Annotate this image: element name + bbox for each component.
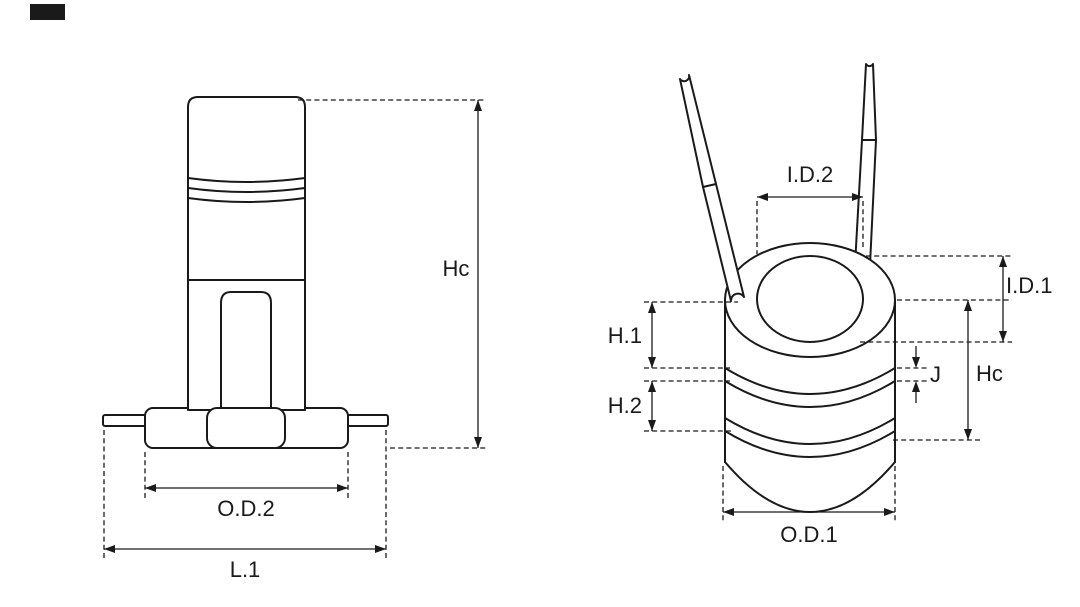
corner-mark: [30, 4, 65, 20]
groove-line: [724, 417, 896, 445]
right-tab: [342, 414, 389, 427]
center-foot: [206, 407, 286, 449]
arrowhead: [375, 545, 386, 553]
dimension-hc-right: Hc: [893, 299, 1012, 441]
dimension-hc-left: Hc: [298, 99, 486, 449]
arrowhead: [723, 508, 734, 516]
dimension-l1: L.1: [103, 430, 387, 582]
shaft-body: [187, 96, 306, 411]
dimension-od1: O.D.1: [722, 466, 896, 547]
dimension-j: J: [897, 346, 941, 403]
h1-label: H.1: [608, 323, 642, 348]
od2-label: O.D.2: [217, 496, 274, 521]
side-view: Hc O.D.2 L.1: [102, 96, 486, 582]
dimension-id2: I.D.2: [756, 162, 864, 254]
arrowhead: [757, 193, 768, 201]
inner-bore: [756, 255, 864, 343]
arrowhead: [648, 420, 656, 431]
perspective-view: I.D.2 I.D.1 Hc H.1: [608, 63, 1052, 547]
groove-line: [724, 367, 896, 395]
neck-groove-line: [187, 187, 306, 193]
dimension-od2: O.D.2: [144, 452, 349, 521]
neck-groove-line: [187, 177, 306, 183]
hc-label: Hc: [443, 256, 470, 281]
arrowhead: [648, 381, 656, 392]
arrowhead: [999, 331, 1007, 342]
arrowhead: [912, 381, 920, 392]
right-lead-wire: [854, 63, 877, 266]
arrowhead: [337, 484, 348, 492]
arrowhead: [474, 100, 482, 111]
arrowhead: [474, 437, 482, 448]
neck-groove-line: [187, 197, 306, 203]
inner-slot: [220, 291, 272, 409]
l1-label: L.1: [230, 557, 261, 582]
arrowhead: [852, 193, 863, 201]
left-tab: [102, 414, 150, 427]
groove-line: [724, 430, 896, 458]
id1-label: I.D.1: [1006, 273, 1052, 298]
wire-bend-line: [702, 183, 717, 188]
arrowhead: [104, 545, 115, 553]
arrowhead: [912, 357, 920, 368]
id2-label: I.D.2: [787, 162, 833, 187]
j-label: J: [930, 362, 941, 387]
arrowhead: [999, 256, 1007, 267]
arrowhead: [964, 429, 972, 440]
dimension-id1: I.D.1: [860, 255, 1052, 343]
dimension-h1: H.1: [608, 301, 738, 369]
h2-label: H.2: [608, 393, 642, 418]
dimension-h2: H.2: [608, 380, 732, 432]
left-lead-wire: [679, 74, 745, 302]
arrowhead: [964, 300, 972, 311]
arrowhead: [145, 484, 156, 492]
groove-line: [724, 380, 896, 408]
od1-label: O.D.1: [780, 522, 837, 547]
arrowhead: [648, 302, 656, 313]
arrowhead: [884, 508, 895, 516]
hc-right-label: Hc: [976, 361, 1003, 386]
arrowhead: [648, 357, 656, 368]
